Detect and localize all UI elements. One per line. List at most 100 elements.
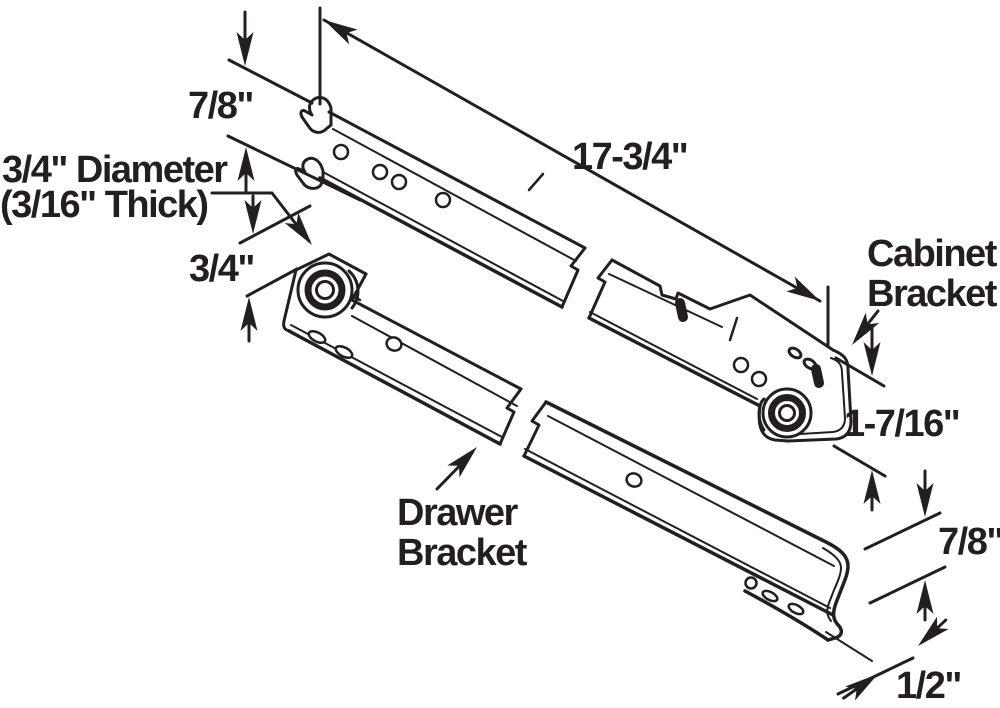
tangent-line-upper (238, 204, 312, 245)
bracket-screw-hole (732, 356, 750, 374)
roller-ring (304, 269, 346, 311)
mounting-slot (334, 344, 354, 360)
tangent-line-lower (245, 267, 299, 298)
arrow-up (916, 580, 934, 614)
screw-hole (385, 336, 403, 352)
notch-slot-core (677, 300, 686, 320)
cabinet-bracket-line2: Bracket (867, 273, 998, 315)
dim-end-height-label: 7/8" (938, 521, 1000, 563)
extension-line-upper (834, 356, 886, 388)
dim-flange-width-label: 1/2" (896, 665, 961, 707)
rail-inner-line (332, 128, 577, 262)
drawer-bracket-line2: Bracket (397, 532, 528, 574)
cabinet-rail-left-section (294, 95, 587, 309)
dim-length-label: 17-3/4" (572, 136, 687, 178)
rail-inner-line (547, 415, 835, 567)
label-drawer-bracket: Drawer Bracket (397, 447, 529, 574)
arrow-down-right (284, 212, 312, 245)
roller-ring (768, 394, 806, 432)
roller-axle-hole (315, 280, 335, 300)
arrow-down (244, 200, 262, 234)
arrow-down-left (918, 616, 949, 646)
rail-bottom-inner-edge (589, 311, 758, 400)
arrow-up (240, 297, 258, 331)
roller-spec-line2: (3/16" Thick) (0, 184, 208, 226)
flange-bottom-edge (743, 589, 830, 642)
dim-1-7-16: 1-7/16" (832, 326, 961, 512)
rail-end-lower-tab (294, 156, 325, 190)
label-roller-spec: 3/4" Diameter (3/16" Thick) (0, 149, 312, 245)
dimension-line (322, 18, 822, 303)
drawer-bracket-line1: Drawer (397, 492, 519, 534)
rail-top-edge (327, 110, 587, 250)
rail-top-edge (350, 298, 523, 391)
rivet-hole (371, 163, 389, 181)
bracket-right-edge-outer (786, 348, 853, 443)
rail-end-hook-tab (299, 95, 333, 134)
break-edge-right (522, 400, 548, 458)
bracket-slot-core (813, 366, 822, 386)
arrow-up (237, 147, 255, 181)
dim-3-4: 3/4" (189, 194, 312, 343)
extension-line-lower (226, 134, 362, 202)
arrow-down (236, 32, 254, 66)
dim-1-2: 1/2" (836, 616, 962, 707)
roller-back-tick (350, 294, 362, 302)
flange-slot (761, 589, 779, 603)
mounting-slot (307, 329, 327, 345)
roller-plate-left-edge (282, 268, 298, 323)
rail-top-edge-notched (610, 258, 835, 352)
rivet-hole (332, 143, 350, 161)
bracket-right-edge-inner (799, 357, 846, 435)
rivet-hole (390, 173, 408, 191)
dim-7-8-top: 7/8" (188, 10, 362, 202)
arrow-up-left (324, 20, 358, 45)
dim-bracket-height-label: 1-7/16" (844, 403, 959, 445)
dim-roller-diameter-label: 3/4" (189, 248, 254, 290)
dim-top-height-label: 7/8" (188, 85, 253, 127)
flange-corner-extension-line (825, 631, 873, 662)
drawer-rail-right-section (522, 400, 873, 662)
cabinet-bracket-line1: Cabinet (867, 233, 998, 275)
rail-inner-line (351, 315, 518, 407)
roller-axle-hole (778, 404, 796, 422)
break-edge-left (560, 246, 587, 309)
rivet-hole (434, 191, 452, 209)
drawer-roller (296, 261, 362, 319)
rail-bottom-inner-edge (524, 448, 831, 609)
screw-hole (625, 472, 643, 488)
break-edge-left (498, 387, 523, 446)
cabinet-bracket-section (587, 258, 853, 443)
arrow-down-right (786, 276, 820, 301)
arrow-down (916, 483, 934, 517)
rail-inner-line (608, 273, 723, 328)
dim-17-3-4: 17-3/4" (318, 6, 830, 347)
flange-slot (787, 602, 805, 616)
bracket-oval-hole (787, 346, 803, 360)
rail-bottom-outer-edge (587, 316, 762, 408)
rail-bottom-outer-edge (522, 454, 835, 617)
rail-top-edge-z-fold (544, 400, 850, 642)
roller-spec-line1: 3/4" Diameter (2, 149, 228, 191)
rail-bottom-inner-edge (322, 171, 564, 302)
extension-line-lower (868, 565, 947, 605)
drawer-rail-left-section (282, 252, 523, 446)
roller-plate-top-edges (294, 252, 368, 276)
dim-7-8-right: 7/8" (863, 469, 1000, 622)
bend-tick (527, 172, 545, 192)
arrow-up-right (845, 674, 878, 701)
extension-line-upper (227, 58, 314, 105)
arrow-up (863, 470, 881, 504)
bracket-bend-line (728, 316, 739, 342)
extension-line-upper (863, 511, 942, 551)
flange-round-hole (744, 576, 758, 590)
rail-bottom-outer-edge (287, 329, 502, 446)
break-edge-right (587, 258, 614, 320)
roller-back-face-arc (347, 269, 360, 310)
bracket-screw-hole (750, 370, 768, 388)
rail-bottom-inner-edge (290, 324, 503, 438)
cabinet-roller (757, 387, 813, 439)
extension-line-lower (832, 444, 887, 478)
